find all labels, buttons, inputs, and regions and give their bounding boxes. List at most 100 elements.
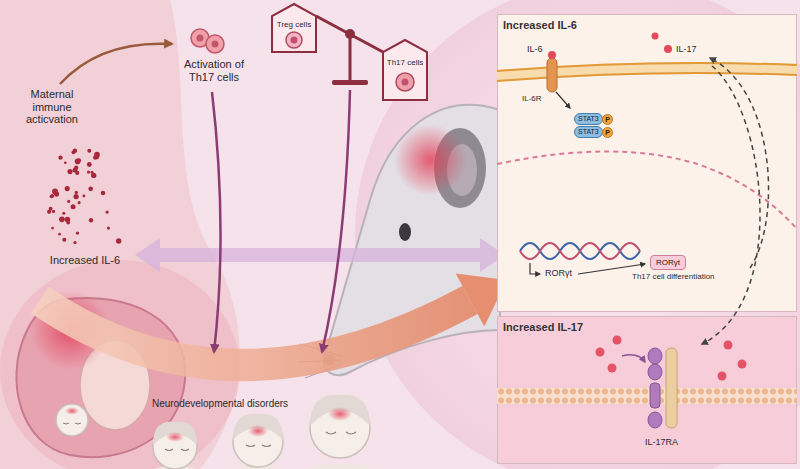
cell-label: Th17 cells: [383, 58, 427, 67]
phospho-circle: P: [602, 114, 613, 125]
cell-membrane: [497, 63, 797, 71]
balance-scale: [272, 4, 316, 52]
balance-scale: [272, 4, 427, 100]
child-head: [326, 432, 356, 434]
il17-receptor: [648, 348, 677, 428]
il6-dots: [78, 201, 81, 204]
th17-cell-icon: [191, 29, 224, 53]
il17-molecule: [608, 364, 617, 373]
il17-receptor: [648, 412, 662, 428]
child-head: [56, 404, 88, 436]
translation-arrow: [135, 238, 505, 272]
cell-membrane: [497, 388, 797, 404]
il6-dots: [101, 191, 105, 195]
mouse-figure: [399, 223, 411, 241]
il6-dots: [51, 227, 54, 230]
development-arrow: [40, 300, 470, 365]
signal-panel: Increased IL-6STAT3PSTAT3PRORγt: [497, 14, 797, 312]
child-head: [224, 414, 292, 469]
il6-dots: [89, 218, 93, 222]
nuclear-envelope: [497, 152, 797, 230]
il6-dots: [77, 158, 81, 162]
il6-dots: [49, 207, 53, 211]
il17-receptor: [650, 383, 660, 408]
cell-membrane: [497, 388, 797, 404]
il6-dots: [96, 156, 99, 159]
child-head: [56, 404, 88, 436]
dna-helix: [520, 243, 640, 259]
il6-dots: [58, 233, 61, 236]
il6-dots: [62, 212, 65, 215]
child-head: [233, 414, 283, 440]
balance-scale: [402, 79, 409, 86]
child-head: [165, 449, 189, 451]
il17-molecule: [596, 336, 747, 381]
il6-dots: [75, 191, 78, 194]
child-head: [300, 395, 380, 469]
il17-molecule: [613, 336, 622, 345]
molecule-label: IL-6: [527, 44, 543, 54]
dna-helix: [520, 243, 640, 259]
il6-dots: [67, 200, 70, 203]
influence-arrow: [322, 90, 350, 352]
il6-dots: [54, 192, 59, 197]
cell-membrane: [497, 388, 797, 404]
il6-molecule: [548, 51, 556, 59]
il6-dots: [67, 169, 72, 174]
il6-dots: [75, 159, 81, 165]
il17-molecule: [652, 33, 659, 40]
il6-dots: [50, 194, 54, 198]
th17-cell-icon: [197, 35, 204, 42]
child-head: [145, 422, 205, 469]
il6-dots: [107, 227, 110, 230]
il6-dots: [91, 173, 96, 178]
il17-molecule: [718, 372, 727, 381]
mouse-figure: [394, 124, 466, 196]
il6-dots: [62, 238, 66, 242]
il6-dots: [71, 204, 76, 209]
protein-name: STAT3: [578, 128, 599, 136]
child-head: [300, 464, 380, 469]
il6-dots: [65, 186, 70, 191]
balance-scale: [291, 37, 298, 44]
il6-dots: [116, 238, 121, 243]
receptor-label: IL-17RA: [645, 437, 678, 447]
molecule-label: IL-17: [676, 44, 697, 54]
phospho-circle: P: [602, 127, 613, 138]
binding-arrow: [622, 355, 645, 362]
il6-dots: [73, 241, 76, 244]
child-head: [153, 422, 197, 445]
il17-molecule: [724, 341, 733, 350]
phospho-mark: P: [603, 128, 612, 137]
protein-name: RORγt: [656, 258, 680, 267]
il6-dots: [65, 217, 71, 223]
cell-membrane: [497, 68, 797, 76]
protein-box: RORγt: [650, 255, 686, 270]
child-head: [63, 423, 81, 424]
development-arrow: [40, 274, 507, 365]
il17-molecule: [738, 360, 747, 369]
panel-heading: Increased IL-6: [503, 19, 577, 31]
stat3-oval: STAT3: [574, 126, 603, 138]
il6-dots: [88, 186, 93, 191]
balance-scale: [286, 32, 302, 48]
protein-name: STAT3: [578, 115, 599, 123]
il17-molecule: [596, 348, 605, 357]
receptor-label: IL-6R: [522, 94, 542, 103]
th17-cell-icon: [212, 41, 219, 48]
feedback-arrow: [702, 66, 760, 344]
il6-dots: [58, 156, 62, 160]
cell-label: Treg cells: [272, 20, 316, 29]
th17-cell-icon: [206, 35, 224, 53]
process-label: Increased IL-6: [40, 254, 130, 267]
gene-label: RORγt: [545, 268, 572, 278]
il6-dots: [47, 148, 121, 244]
process-label: Activation of Th17 cells: [172, 58, 256, 83]
influence-arrow: [212, 92, 221, 352]
balance-scale: [349, 38, 352, 80]
cell-membrane: [497, 73, 797, 81]
il17-molecule: [664, 45, 672, 53]
phospho-mark: P: [603, 115, 612, 124]
